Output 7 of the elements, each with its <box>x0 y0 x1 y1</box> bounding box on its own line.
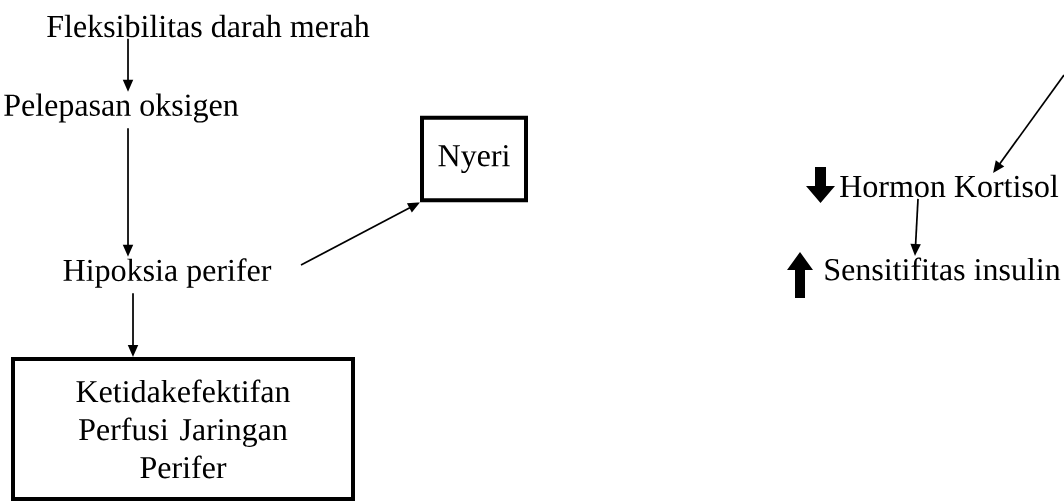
process-box: Nyeri <box>420 115 528 203</box>
node-text: Hormon Kortisol <box>840 174 1059 198</box>
node-text: Pelepasan oksigen <box>4 93 239 123</box>
node-text: Hipoksia perifer <box>63 258 272 288</box>
node-text: Fleksibilitas darah merah <box>47 14 370 38</box>
node-text: Sensitifitas insulin <box>825 257 1061 281</box>
process-box: Ketidakefektifan Perfusi Jaringan Perifer <box>11 357 355 501</box>
